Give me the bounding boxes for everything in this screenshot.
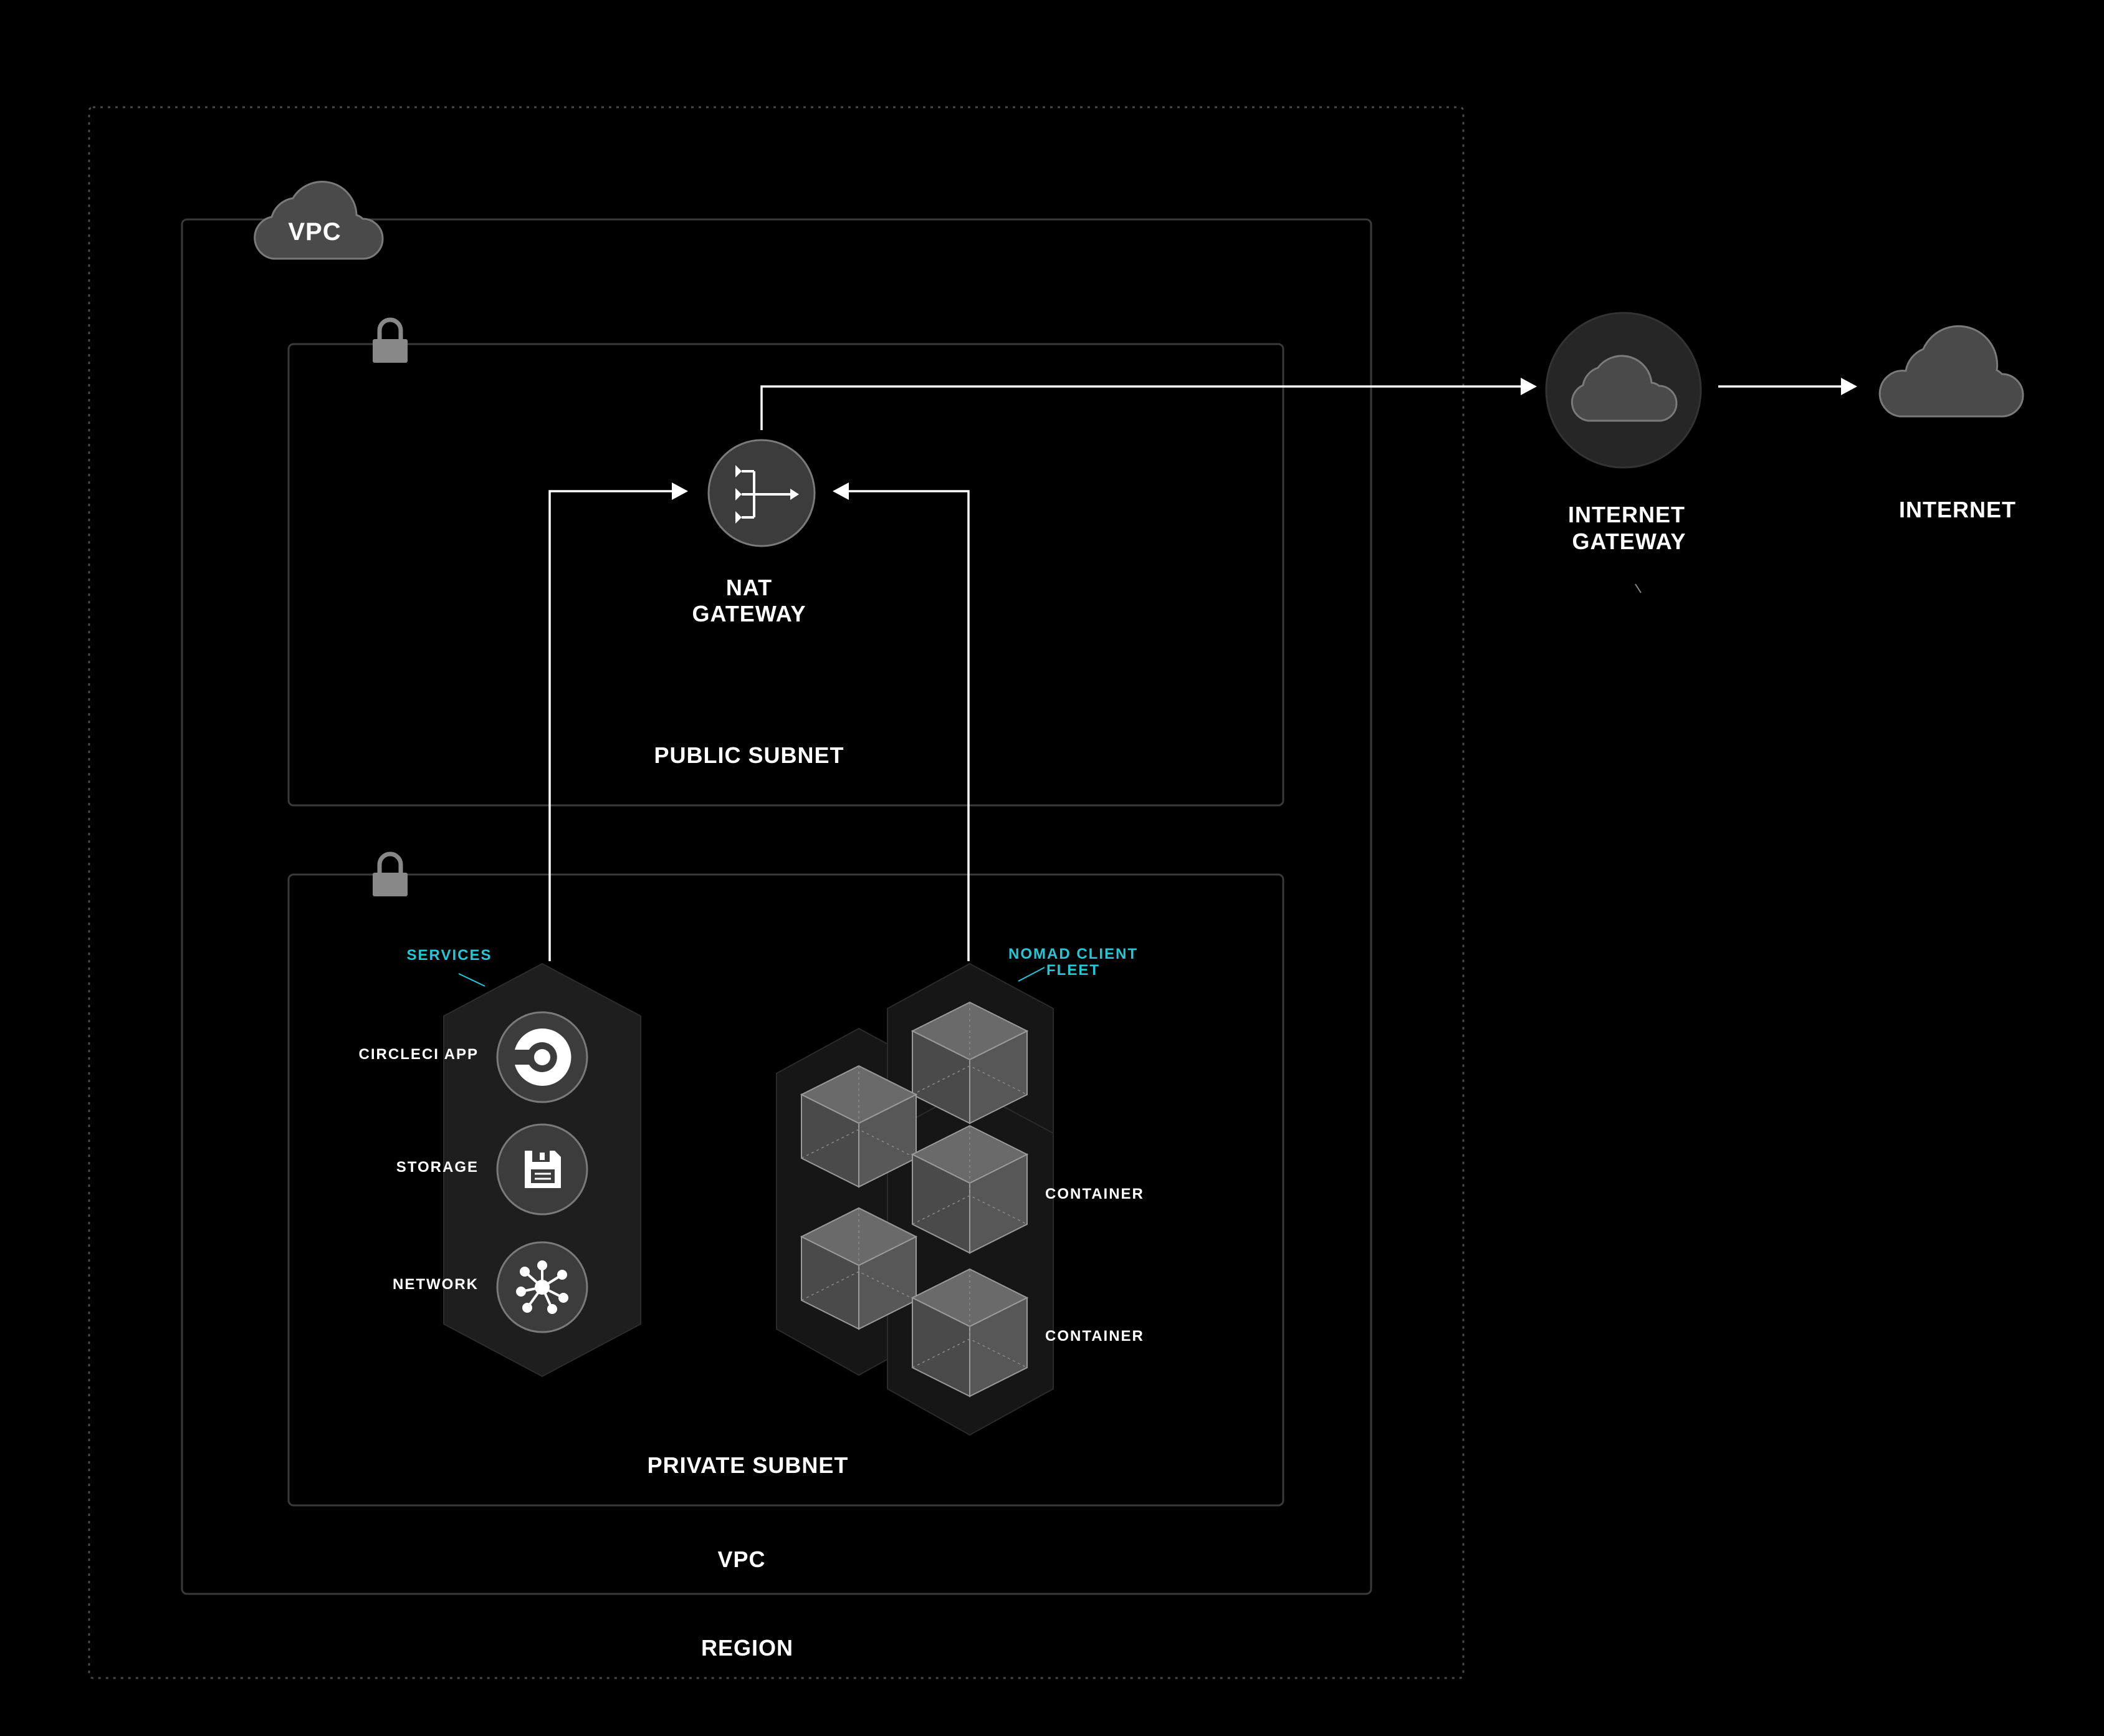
circleci-app-label: CIRCLECI APP — [359, 1046, 479, 1063]
container-label-2: CONTAINER — [1045, 1328, 1144, 1345]
container-cube — [800, 1207, 918, 1330]
circleci-logo-icon — [515, 1028, 571, 1086]
region-boundary — [88, 106, 1465, 1679]
vpc-boundary — [181, 218, 1372, 1595]
storage-label: STORAGE — [396, 1159, 479, 1176]
arrow-internet-gateway-to-internet — [1718, 378, 1857, 395]
container-label-1: CONTAINER — [1045, 1186, 1144, 1202]
vpc-label: VPC — [717, 1547, 765, 1572]
stray-mark — [1635, 583, 1642, 593]
nat-gateway-label-line2: GATEWAY — [692, 601, 806, 626]
nomad-fleet-label-leader — [1018, 967, 1045, 982]
arrow-fleet-to-nat — [833, 482, 970, 961]
nat-gateway-label-line1: NAT — [726, 575, 772, 600]
cloud-icon — [1571, 355, 1678, 422]
container-cube — [911, 1268, 1029, 1398]
internet-gateway-label-line1: INTERNET — [1568, 502, 1685, 527]
nat-gateway-icon — [735, 465, 799, 524]
container-cube — [911, 1125, 1029, 1254]
vpc-badge-label: VPC — [288, 218, 341, 246]
public-subnet-boundary — [287, 343, 1284, 807]
arrow-services-to-nat — [548, 482, 688, 961]
private-subnet-label: PRIVATE SUBNET — [648, 1452, 849, 1478]
cloud-icon — [1878, 325, 2024, 418]
lock-icon — [373, 851, 408, 896]
region-label: REGION — [701, 1635, 793, 1661]
cloud-icon — [254, 181, 384, 260]
private-subnet-boundary — [287, 873, 1284, 1507]
network-node — [496, 1241, 588, 1333]
container-cube — [800, 1065, 918, 1188]
internet-label: INTERNET — [1899, 497, 2016, 522]
arrow-nat-to-internet-gateway — [760, 378, 1537, 430]
storage-node — [496, 1123, 588, 1216]
network-hub-icon — [516, 1260, 568, 1314]
internet-gateway-node — [1545, 312, 1702, 469]
network-label: NETWORK — [393, 1276, 479, 1293]
services-label: SERVICES — [407, 947, 492, 964]
services-label-leader — [458, 973, 485, 987]
internet-gateway-label-line2: GATEWAY — [1572, 529, 1686, 554]
nat-gateway-node — [707, 439, 816, 547]
container-cube — [911, 1001, 1029, 1125]
floppy-disk-icon — [525, 1151, 561, 1188]
circleci-app-node — [496, 1011, 588, 1103]
lock-icon — [373, 317, 408, 363]
nomad-fleet-label-line1: NOMAD CLIENT — [1008, 946, 1138, 962]
public-subnet-label: PUBLIC SUBNET — [654, 742, 844, 768]
nomad-fleet-label-line2: FLEET — [1046, 962, 1100, 979]
